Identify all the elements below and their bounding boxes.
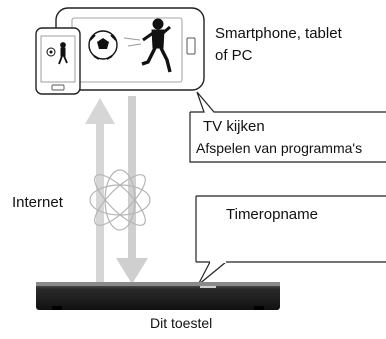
soccer-ball-icon	[88, 30, 118, 60]
globe-icon	[89, 169, 151, 231]
timer-bubble	[196, 195, 386, 286]
tv-bubble	[189, 91, 386, 163]
soccer-player-icon	[123, 18, 172, 73]
recorder-label: Dit toestel	[150, 315, 213, 331]
smartphone-icon	[35, 27, 81, 95]
devices-label-line1: Smartphone, tablet	[215, 25, 342, 42]
internet-label: Internet	[12, 194, 63, 211]
tv-bubble-title: TV kijken	[203, 118, 265, 135]
download-arrow-icon	[116, 96, 148, 284]
timer-bubble-title: Timeropname	[226, 206, 318, 223]
devices-label-line2: of PC	[215, 47, 253, 64]
upload-arrow-icon	[85, 98, 115, 282]
recorder-icon	[36, 282, 280, 310]
tv-bubble-subtitle: Afspelen van programma's	[196, 140, 363, 156]
